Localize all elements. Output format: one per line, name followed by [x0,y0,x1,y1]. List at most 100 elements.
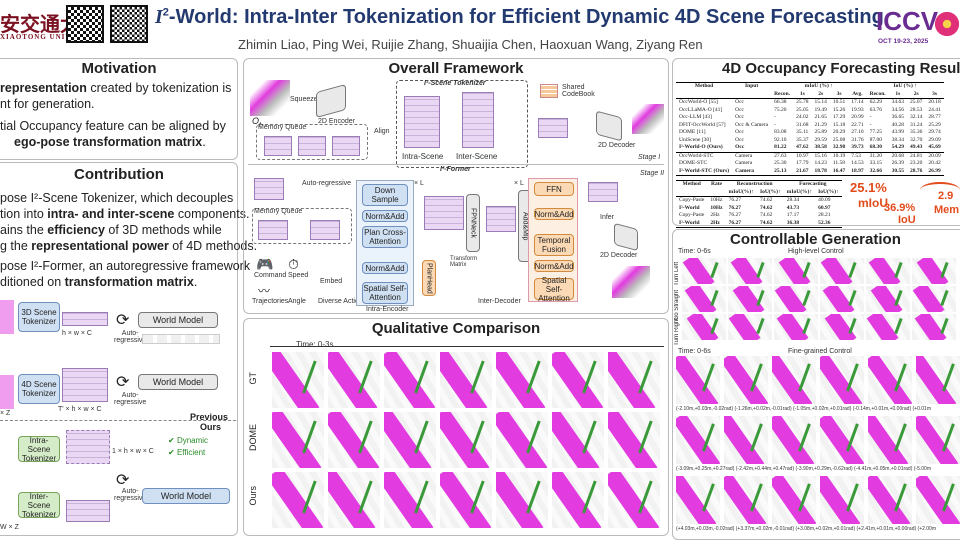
qual-frame [440,472,492,528]
eff-col-miou1: mIoU(%)↑ [728,188,754,195]
ctrl-fine-frame [820,476,864,524]
qual-frame [440,412,492,468]
inter-tokenizer: Inter-Scene Tokenizer [18,492,60,519]
intra-tokenizer: Intra-Scene Tokenizer [18,436,60,463]
command-icon: 🎮 [256,256,274,272]
ctrl-high-frame [728,314,772,340]
vegetation [701,483,715,512]
diverse-action-label: Diverse Action [318,298,363,305]
divider-dashed [0,420,236,421]
ctrl-high-frame [774,286,818,312]
ctrl-fine-frame [724,476,768,524]
dim-inter: 1 × h × w × C [112,448,154,455]
vegetation [526,360,542,394]
col-recon: Recon. [774,90,791,97]
qual-frame [272,352,324,408]
ctrl-time-2: Time: 0-6s [678,348,711,355]
token-grid-inter [66,500,110,522]
autoreg-3: Auto- regressive [114,488,147,502]
drivable-area [820,258,853,284]
drivable-area [676,476,717,524]
c6a: ditioned on [0,275,65,289]
align-label: Align [374,128,390,135]
former-title: I²-Former [440,166,471,173]
title-italic-i: I [155,6,163,28]
results-cell: Occ [735,99,744,105]
efficiency-cell: 76.27 [728,197,741,203]
contribution-line-1: pose I²-Scene Tokenizer, which decouples [0,191,234,205]
autoregressive-label: Auto-regressive [302,180,352,187]
results-cell: 45.69 [928,144,941,150]
efficiency-cell: 28.34 [786,197,800,203]
world-model-3: World Model [142,488,230,504]
efficiency-cell: 2Hz [710,212,720,218]
drivable-area [724,416,765,464]
stat1-value: 25.1% [850,180,887,195]
intra-voxels [404,96,440,148]
scene-tokenizer-box [396,80,528,168]
scene-thumb-1 [0,300,14,334]
eff-col-method: Method [682,181,701,187]
results-cell: 17.79 [796,160,809,166]
results-cell: 35.11 [796,129,809,135]
contribution-line-2: tion into intra- and inter-scene compone… [0,206,249,222]
trajectories-label: Trajectories [252,298,289,305]
motivation-bold-4: ego-pose transformation matrix [14,135,203,149]
efficiency-cell: 43.73 [786,204,800,211]
ctrl-fine-frame [820,356,864,404]
qual-frame [552,352,604,408]
dim-wz: W × Z [0,524,19,531]
efficiency-cell: 76.27 [728,204,741,211]
qr-code-2[interactable] [110,5,148,43]
vegetation [893,423,907,452]
ffn-box: FFN [534,182,574,196]
results-cell: - [869,114,872,120]
col-2s-iou: 2s [913,90,919,97]
results-cell: 34.56 [891,106,905,113]
results-cell: 26.39 [891,160,905,166]
c3a: ains the [0,223,48,237]
results-cell: - [774,121,776,128]
ctrl-fine-frame [868,356,912,404]
results-cell: Occ-LLM [43] [679,114,712,120]
results-cell: 54.29 [891,144,905,150]
qual-frame [328,472,380,528]
results-cell: OccLLaMA-O [41] [679,106,723,113]
results-cell: 10.19 [832,152,846,159]
results-cell: 32.98 [832,144,846,150]
spatial-self-attn-2: Spatial Self- Attention [534,276,574,303]
efficiency-cell: 74.62 [759,197,773,203]
ctrl-fine-frame [676,356,720,404]
ctrl-fine-frame [724,356,768,404]
c4c: of 4D methods. [168,239,258,253]
results-cell: 23.20 [910,160,923,166]
cycle-icon-3: ⟳ [116,472,130,489]
fpnneck-box: FPNNeck [466,194,480,252]
results-cell: 31.20 [869,152,882,159]
ctrl-fine-frame [868,476,912,524]
group-iou: IoU (%) ↑ [893,83,917,89]
ctrl-fine-frame [916,356,960,404]
results-heading: 4D Occupancy Forecasting Results [722,60,960,77]
ctrl-high-frame [820,286,864,312]
results-cell: 29.74 [928,129,941,135]
vegetation [526,480,542,514]
cycle-icon-2: ⟳ [116,374,130,391]
c2a: tion into [0,207,48,221]
results-cell: 27.10 [851,129,864,135]
title-text: -World: Intra-Inter Tokenization for Eff… [168,6,884,28]
qr-code-1[interactable] [66,5,104,43]
vegetation [941,363,955,392]
qual-frame [552,472,604,528]
c6c: . [193,275,198,289]
qualitative-heading: Qualitative Comparison [371,320,541,337]
vegetation [582,480,598,514]
qual-frame [496,412,548,468]
efficiency-cell: 60.97 [818,204,831,211]
c2c: components. [174,207,250,221]
results-cell: 25.30 [774,160,787,166]
